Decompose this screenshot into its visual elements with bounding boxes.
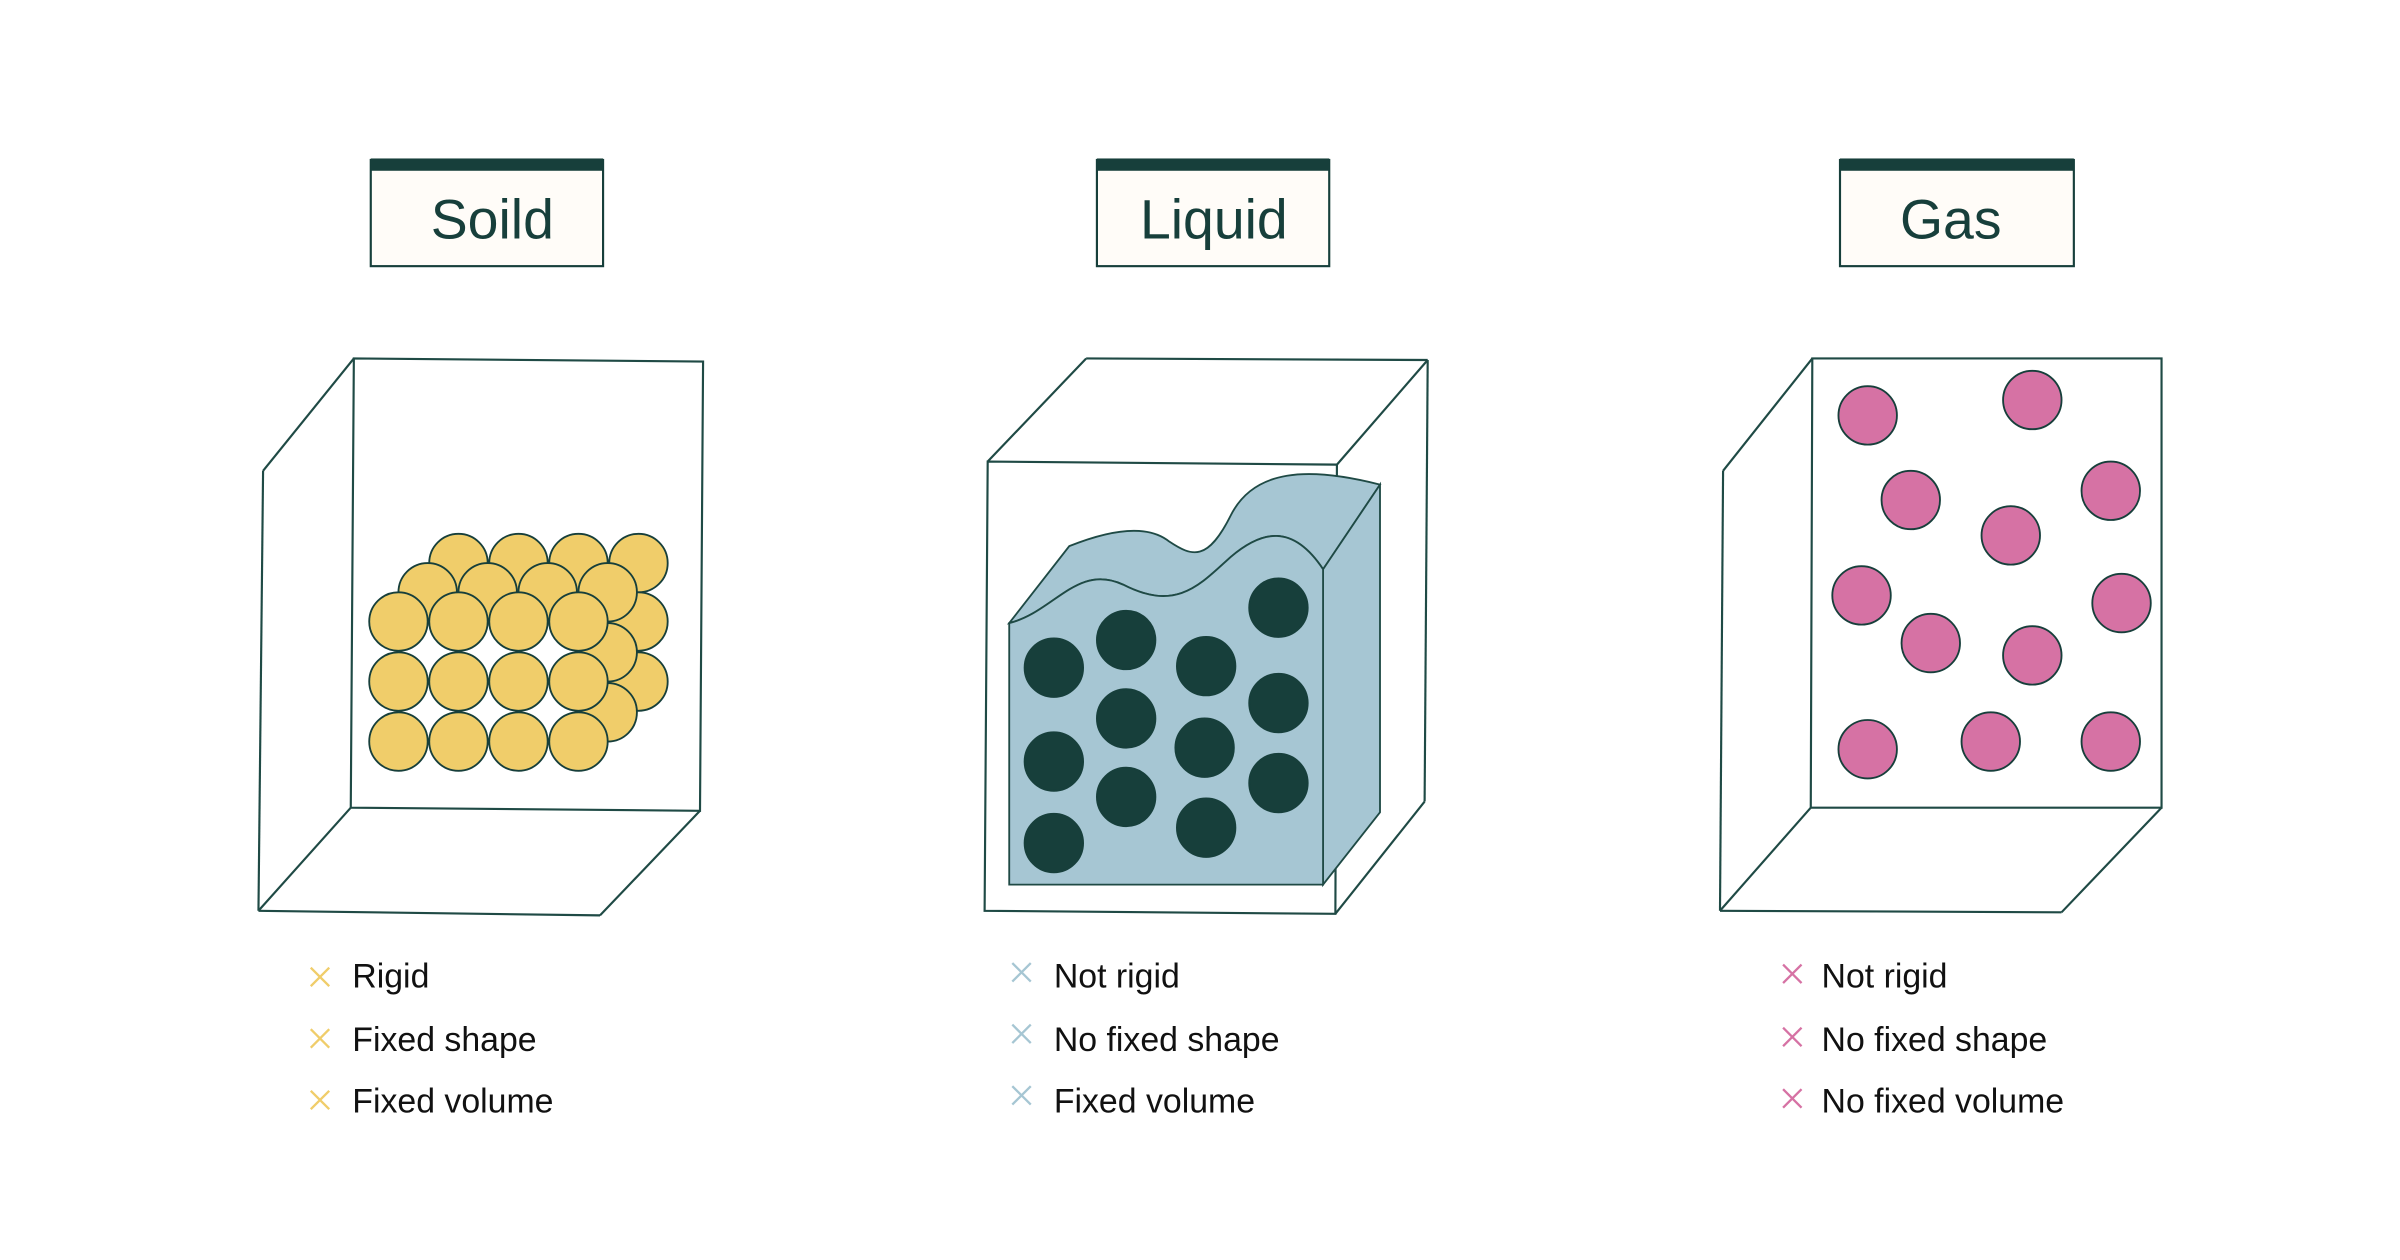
particle: [1023, 637, 1084, 698]
particle: [1174, 717, 1235, 778]
title-text: Gas: [1900, 188, 2002, 250]
list-item: No fixed shape: [1782, 1021, 2048, 1059]
liquid-properties: Not rigid No fixed shape Fixed volume: [1011, 958, 1280, 1120]
particle: [2091, 572, 2152, 634]
particle: [368, 591, 429, 652]
particle: [1880, 469, 1941, 531]
particle: [548, 711, 609, 772]
property-lists: Rigid Fixed shape Fixed volume Not rigid…: [309, 958, 2065, 1120]
solid-properties: Rigid Fixed shape Fixed volume: [309, 958, 553, 1120]
particle: [1176, 797, 1237, 858]
list-item: Fixed volume: [309, 1082, 553, 1120]
solid-container: [257, 357, 705, 917]
property-text: Not rigid: [1822, 958, 1948, 996]
particle: [1960, 711, 2021, 772]
particle: [1096, 766, 1157, 828]
particle: [2002, 625, 2063, 686]
particle: [428, 711, 489, 772]
particle: [2080, 711, 2141, 772]
particle: [2080, 460, 2141, 521]
particle: [1096, 688, 1157, 749]
particle: [368, 651, 429, 712]
property-text: No fixed shape: [1822, 1021, 2048, 1059]
particle: [1023, 731, 1084, 792]
property-text: Fixed volume: [352, 1082, 553, 1120]
liquid-body: [1006, 473, 1382, 888]
particle: [1096, 609, 1157, 671]
list-item: Not rigid: [1011, 958, 1180, 996]
property-text: Rigid: [352, 958, 429, 996]
title-liquid: Liquid: [1095, 158, 1331, 268]
cross-icon: [1782, 963, 1803, 984]
particle: [1248, 577, 1309, 638]
cross-icon: [309, 966, 331, 987]
particle: [428, 591, 489, 652]
property-text: Fixed shape: [352, 1021, 536, 1059]
particle: [1837, 385, 1898, 446]
particle: [1023, 812, 1084, 874]
cross-icon: [309, 1028, 331, 1049]
cross-icon: [1782, 1088, 1803, 1109]
property-text: No fixed volume: [1822, 1082, 2065, 1120]
particle: [488, 591, 549, 652]
particle: [1248, 672, 1309, 734]
list-item: Not rigid: [1782, 958, 1948, 996]
particle: [548, 651, 609, 712]
property-text: Not rigid: [1054, 958, 1180, 996]
liquid-container: [983, 357, 1429, 915]
particle: [368, 711, 429, 772]
particle: [488, 711, 549, 772]
list-item: Fixed shape: [309, 1021, 537, 1059]
particle: [1176, 636, 1237, 697]
property-text: Fixed volume: [1054, 1082, 1255, 1120]
list-item: Fixed volume: [1011, 1082, 1255, 1120]
list-item: Rigid: [309, 958, 429, 996]
particle: [548, 591, 609, 652]
cross-icon: [1011, 1085, 1032, 1106]
cross-icon: [1011, 1023, 1032, 1044]
particle: [488, 651, 549, 712]
property-text: No fixed shape: [1054, 1021, 1280, 1059]
particle: [1980, 505, 2041, 566]
cross-icon: [309, 1089, 331, 1111]
particle: [2002, 369, 2063, 431]
gas-properties: Not rigid No fixed shape No fixed volume: [1782, 958, 2065, 1120]
particle: [1837, 719, 1898, 780]
list-item: No fixed volume: [1782, 1082, 2065, 1120]
solid-particles: [368, 532, 669, 772]
title-text: Liquid: [1140, 188, 1288, 250]
cross-icon: [1011, 962, 1032, 983]
title-gas: Gas: [1838, 158, 2075, 268]
gas-container: [1718, 357, 2163, 914]
particle: [1248, 752, 1309, 814]
gas-particles: [1831, 369, 2152, 780]
particle: [1900, 612, 1961, 674]
particle: [428, 651, 489, 712]
liquid-particles: [1023, 577, 1309, 874]
list-item: No fixed shape: [1011, 1021, 1280, 1059]
cross-icon: [1782, 1026, 1803, 1047]
title-text: Soild: [431, 188, 554, 250]
particle: [1831, 565, 1892, 626]
title-solid: Soild: [369, 158, 605, 268]
